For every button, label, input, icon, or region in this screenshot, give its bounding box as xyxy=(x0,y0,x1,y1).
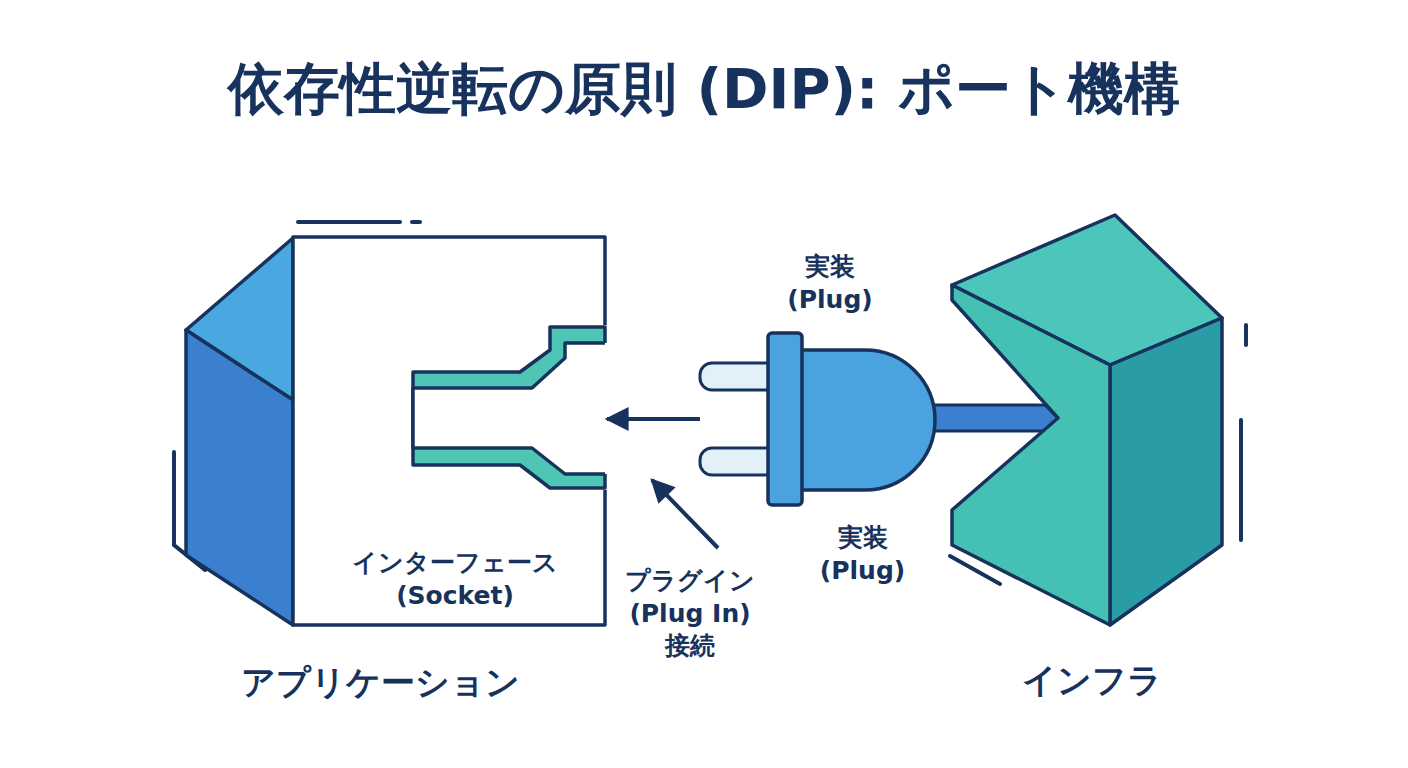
plug-implementation-shape xyxy=(700,333,932,505)
shape-outline xyxy=(186,237,605,625)
node-label: 実装 (Plug) xyxy=(770,251,890,316)
infrastructure-block: インフラ xyxy=(945,210,1230,630)
application-block: アプリケーションインターフェース (Socket) xyxy=(180,230,610,630)
infrastructure-block-shape xyxy=(945,210,1230,630)
decor-dash xyxy=(298,220,400,224)
plug-in-arrow xyxy=(607,417,700,421)
leader-arrow xyxy=(652,480,718,548)
decor-dash xyxy=(1239,420,1243,540)
decor-dash xyxy=(412,220,420,224)
connector-label: プラグイン (Plug In) 接続 xyxy=(615,565,765,663)
socket-interface-shape xyxy=(412,325,607,491)
part-label: 実装 (Plug) xyxy=(800,522,925,587)
shape-outline xyxy=(413,327,605,488)
node-label: アプリケーション xyxy=(220,660,540,704)
node-label: インターフェース (Socket) xyxy=(345,547,565,612)
node-label: インフラ xyxy=(992,658,1192,702)
decor-dash xyxy=(1244,325,1248,345)
shape-outline xyxy=(952,215,1222,625)
socket-interface: インターフェース (Socket) xyxy=(412,325,607,491)
plug-implementation: 実装 (Plug) xyxy=(700,333,932,505)
diagram-title: 依存性逆転の原則 (DIP): ポート機構 xyxy=(0,52,1408,128)
